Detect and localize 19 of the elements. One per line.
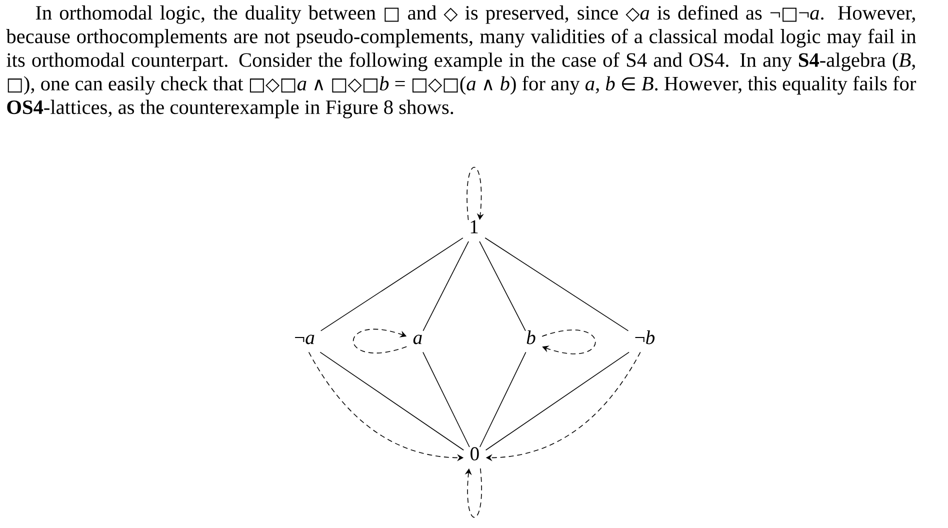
line (485, 352, 630, 451)
line (422, 241, 469, 332)
loop-arrow (466, 166, 484, 220)
paragraph: In orthomodal logic, the duality between □ and ◇ is preserved, since ◇a is defined as ¬□¬a. However, because orthocomplements are not pseudo-complements, many validities of a classical modal logic may fail in its orthomodal counterpart. Consider the following example in the case of S4 and OS4. In any S4-algebra (B, □), one can easily check that □◇□a ∧ □◇□b = □◇□(a ∧ b) for any a, b ∈ B. However, this equality fails for OS4-lattices, as the counterexample in Figure 8 shows. (6, 5, 916, 118)
line (484, 237, 629, 332)
line (479, 241, 526, 332)
element-label: ¬b (635, 330, 655, 344)
line (479, 352, 526, 448)
element-label: 1 (470, 220, 478, 234)
element-label: a (413, 334, 422, 344)
element-label: b (526, 330, 536, 344)
element-label: 0 (470, 447, 479, 460)
element-label: ¬a (295, 334, 314, 344)
line (422, 352, 470, 448)
loop-arrow (464, 468, 482, 518)
line (320, 238, 464, 332)
line (320, 352, 464, 451)
loop-arrow (542, 330, 596, 354)
loop-arrow (352, 328, 407, 354)
